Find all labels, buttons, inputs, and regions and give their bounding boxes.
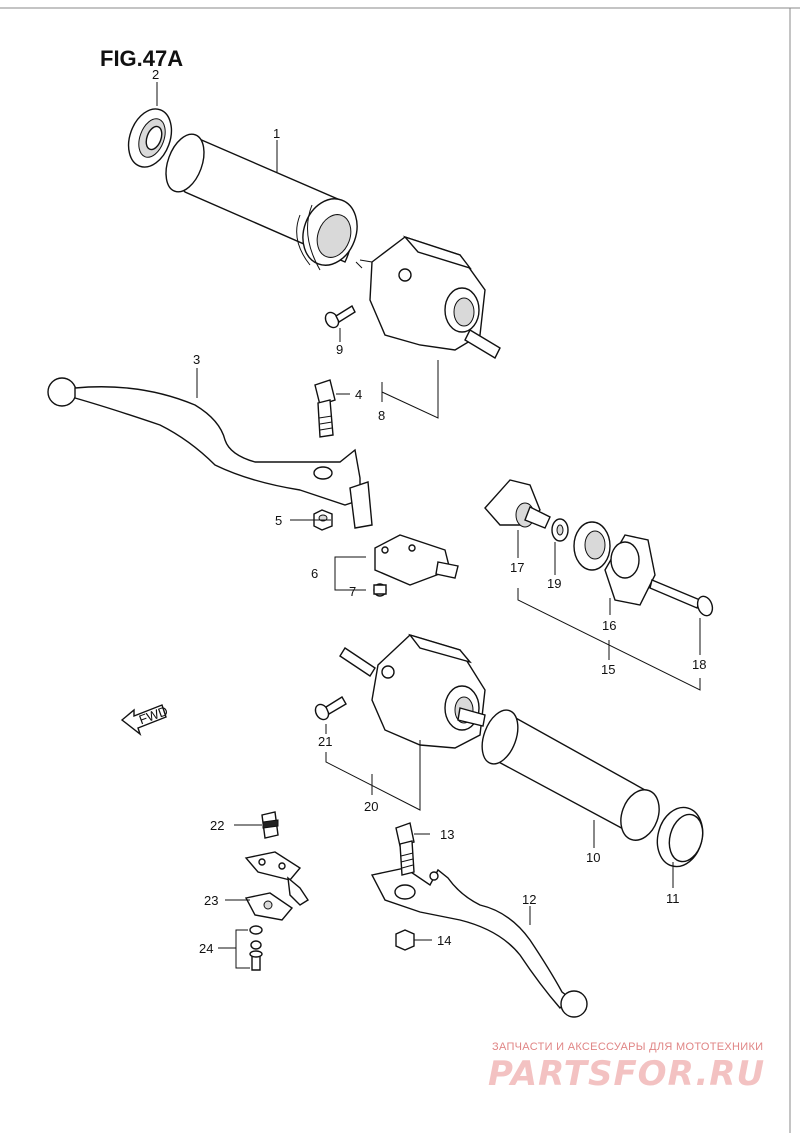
- part-17-cable-guide: [484, 479, 551, 529]
- callout-12: 12: [522, 892, 536, 907]
- part-10-throttle-grip: [481, 709, 660, 841]
- fwd-direction-arrow: FWD: [120, 703, 170, 736]
- watermark-brand: PARTSFOR.RU: [488, 1054, 765, 1094]
- callout-18: 18: [692, 657, 706, 672]
- callout-10: 10: [586, 850, 600, 865]
- part-3-brake-lever: [47, 377, 373, 529]
- callout-19: 19: [547, 576, 561, 591]
- callout-2: 2: [152, 67, 159, 82]
- part-24-hardware: [249, 925, 263, 971]
- part-1-left-grip: [165, 133, 358, 271]
- callout-21: 21: [318, 734, 332, 749]
- part-20-right-switch-housing: [339, 633, 486, 749]
- part-2-ring: [127, 108, 173, 168]
- watermark: ЗАПЧАСТИ И АКСЕССУАРЫ ДЛЯ МОТОТЕХНИКИ PA…: [488, 1041, 765, 1094]
- part-22-connector: [261, 811, 279, 839]
- callout-6: 6: [311, 566, 318, 581]
- callout-14: 14: [437, 933, 451, 948]
- part-14-nut: [395, 929, 415, 951]
- part-23-switch-plate: [244, 851, 309, 921]
- part-7-screw: [373, 583, 387, 597]
- part-12-clutch-lever: [370, 867, 588, 1018]
- fwd-label: FWD: [137, 703, 170, 727]
- callout-20: 20: [364, 799, 378, 814]
- part-9-screw: [324, 304, 356, 329]
- callout-4: 4: [355, 387, 362, 402]
- callout-labels: 2 1 3 4 5 6 7 9 8 17 19 16 18 15 21 20 1…: [152, 67, 706, 956]
- figure-title: FIG.47A: [100, 46, 183, 71]
- callout-17: 17: [510, 560, 524, 575]
- callout-3: 3: [193, 352, 200, 367]
- callout-22: 22: [210, 818, 224, 833]
- watermark-tagline: ЗАПЧАСТИ И АКСЕССУАРЫ ДЛЯ МОТОТЕХНИКИ: [492, 1041, 763, 1053]
- callout-23: 23: [204, 893, 218, 908]
- part-16-cable-pulley: [573, 521, 656, 606]
- part-13-bolt: [395, 822, 415, 876]
- callout-9: 9: [336, 342, 343, 357]
- part-8-left-switch-housing: [355, 235, 501, 359]
- callout-13: 13: [440, 827, 454, 842]
- part-6-brake-switch: [374, 534, 459, 586]
- callout-8: 8: [378, 408, 385, 423]
- part-19-washer: [551, 518, 569, 542]
- part-4-bolt: [314, 379, 336, 438]
- part-11-end-cap: [656, 806, 704, 868]
- part-18-screw: [649, 579, 714, 617]
- part-21-screw: [314, 696, 347, 721]
- callout-24: 24: [199, 941, 213, 956]
- callout-16: 16: [602, 618, 616, 633]
- callout-15: 15: [601, 662, 615, 677]
- callout-1: 1: [273, 126, 280, 141]
- callout-5: 5: [275, 513, 282, 528]
- callout-11: 11: [666, 891, 680, 906]
- callout-7: 7: [349, 584, 356, 599]
- leader-lines: [156, 82, 701, 969]
